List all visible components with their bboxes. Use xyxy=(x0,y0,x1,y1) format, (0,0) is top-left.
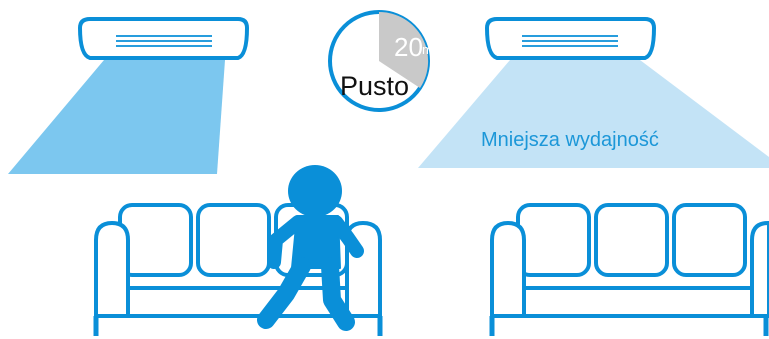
right-air-conditioner-icon xyxy=(484,17,657,60)
left-air-conditioner-icon xyxy=(77,17,250,60)
timer-status-label: Pusto xyxy=(340,71,409,101)
right-airflow-label: Mniejsza wydajność xyxy=(481,129,659,151)
right-airflow-beam xyxy=(418,60,769,168)
timer-icon xyxy=(328,10,430,112)
person-icon xyxy=(257,165,364,331)
right-scene xyxy=(418,17,769,336)
left-airflow-beam xyxy=(8,60,225,174)
timer-unit: m xyxy=(422,42,433,57)
timer-value: 20 xyxy=(394,32,423,62)
right-sofa-icon xyxy=(489,203,769,336)
left-scene xyxy=(8,17,383,336)
